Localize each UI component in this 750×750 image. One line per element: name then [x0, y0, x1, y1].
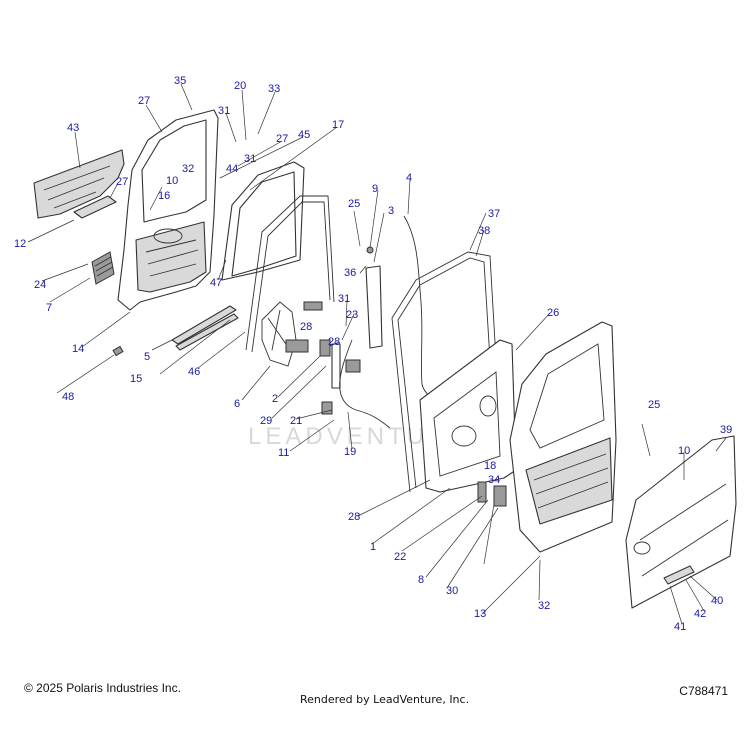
part-belt-strips [171, 305, 239, 351]
callout-26: 26 [547, 307, 559, 319]
part-trim-strip [73, 195, 117, 219]
part-wiring-harness [403, 215, 437, 405]
callout-9: 9 [372, 183, 378, 195]
callout-13: 13 [474, 608, 486, 620]
callout-48: 48 [62, 391, 74, 403]
callout-34: 34 [488, 474, 500, 486]
copyright-text: © 2025 Polaris Industries Inc. [24, 681, 181, 695]
callout-43: 43 [67, 122, 79, 134]
callout-30: 30 [446, 585, 458, 597]
callout-5: 5 [144, 351, 150, 363]
diagram-code: C788471 [679, 684, 728, 698]
callout-15: 15 [130, 373, 142, 385]
part-window-regulator [261, 301, 323, 367]
callout-16: 16 [158, 190, 170, 202]
callout-6: 6 [234, 398, 240, 410]
callout-20: 20 [234, 80, 246, 92]
callout-42: 42 [694, 608, 706, 620]
callout-2: 2 [272, 393, 278, 405]
part-handle-hardware [477, 481, 507, 507]
callout-31c: 31 [338, 293, 350, 305]
part-exterior-handle [663, 565, 695, 585]
callout-46: 46 [188, 366, 200, 378]
callout-4: 4 [406, 172, 412, 184]
callout-19: 19 [344, 446, 356, 458]
callout-36: 36 [344, 267, 356, 279]
callout-23: 23 [346, 309, 358, 321]
callout-8: 8 [418, 574, 424, 586]
part-rear-channel [365, 246, 383, 349]
part-door-inner-structure [419, 339, 517, 493]
callout-28c: 28 [328, 336, 340, 348]
callout-31b: 31 [244, 153, 256, 165]
callout-32b: 32 [538, 600, 550, 612]
callout-27b: 27 [276, 133, 288, 145]
part-window-seal [221, 161, 305, 281]
callout-10a: 10 [166, 175, 178, 187]
part-release-cable [339, 339, 391, 429]
part-upper-trim-panel [33, 149, 125, 219]
callout-24: 24 [34, 279, 46, 291]
callout-29: 29 [260, 415, 272, 427]
callout-1: 1 [370, 541, 376, 553]
part-glass-run-channel [245, 195, 335, 353]
part-inner-door-panel [117, 109, 219, 311]
callout-7: 7 [46, 302, 52, 314]
callout-33: 33 [268, 83, 280, 95]
callout-11: 11 [278, 447, 289, 459]
rendered-by-text: Rendered by LeadVenture, Inc. [300, 693, 470, 706]
callout-27c: 27 [116, 176, 128, 188]
callout-3: 3 [388, 205, 394, 217]
callout-22: 22 [394, 551, 406, 563]
callout-47: 47 [210, 277, 222, 289]
callout-38: 38 [478, 225, 490, 237]
part-speaker-grille [91, 251, 115, 285]
part-outer-door-frame [509, 321, 617, 553]
callout-25a: 25 [348, 198, 360, 210]
callout-35: 35 [174, 75, 186, 87]
callout-17: 17 [332, 119, 344, 131]
callout-37: 37 [488, 208, 500, 220]
callout-45: 45 [298, 129, 310, 141]
callout-labels: 1 2 3 4 5 6 7 8 9 10 10 11 12 13 14 15 1… [14, 75, 732, 633]
callout-31a: 31 [218, 105, 230, 117]
part-latch-components [319, 339, 361, 415]
callout-10b: 10 [678, 445, 690, 457]
leader-lines [27, 83, 727, 625]
callout-18: 18 [484, 460, 496, 472]
callout-40: 40 [711, 595, 723, 607]
part-bushing [112, 345, 124, 357]
callout-14: 14 [72, 343, 84, 355]
callout-21: 21 [290, 415, 302, 427]
callout-12: 12 [14, 238, 26, 250]
callout-41: 41 [674, 621, 686, 633]
callout-28b: 28 [348, 511, 360, 523]
callout-28a: 28 [300, 321, 312, 333]
part-outer-door-skin [625, 435, 737, 609]
callout-27a: 27 [138, 95, 150, 107]
callout-44: 44 [226, 163, 238, 175]
callout-39: 39 [720, 424, 732, 436]
callout-25b: 25 [648, 399, 660, 411]
callout-32a: 32 [182, 163, 194, 175]
